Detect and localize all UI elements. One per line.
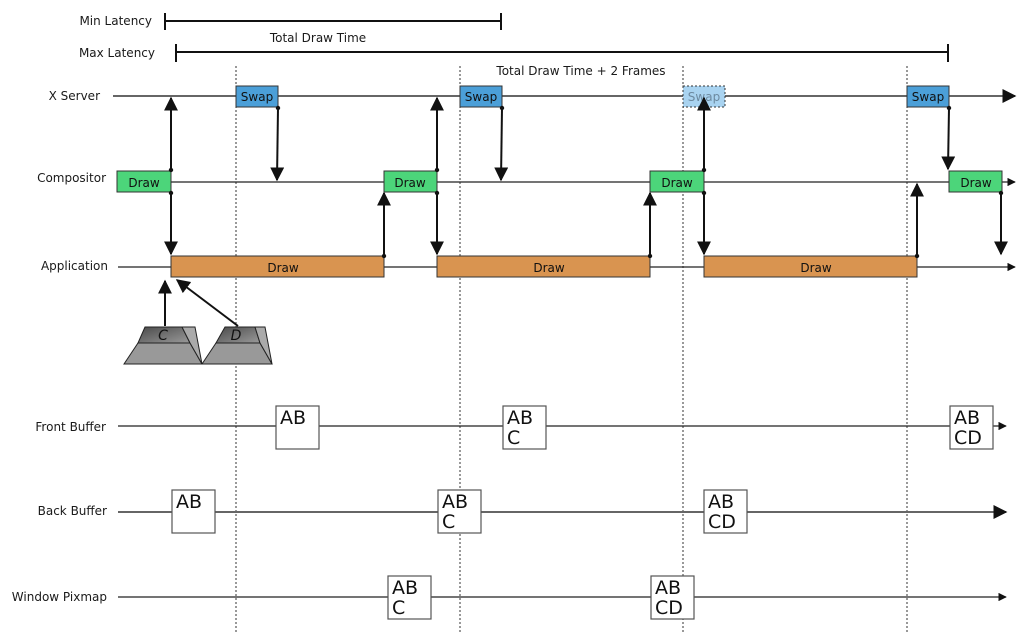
buffer-content-text: AB — [176, 491, 202, 513]
min-latency-bar — [164, 13, 502, 30]
application-draw-box: Draw — [170, 255, 385, 278]
lane-label-back-buffer: Back Buffer — [38, 504, 107, 518]
svg-text:Draw: Draw — [128, 176, 160, 190]
buffer-content-text: AB — [655, 577, 681, 599]
svg-text:Swap: Swap — [241, 90, 273, 104]
buffer-content-text: AB — [708, 491, 734, 513]
swap-box: Swap — [906, 85, 950, 108]
min-latency-label: Min Latency — [79, 14, 152, 28]
buffer-content-text: AB — [392, 577, 418, 599]
total-draw-time-plus-label: Total Draw Time + 2 Frames — [495, 64, 665, 78]
application-draw-box: Draw — [436, 255, 651, 278]
buffer-content-text: AB — [507, 407, 533, 429]
compositor-draw-box: Draw — [116, 170, 172, 193]
application-draw-box: Draw — [703, 255, 918, 278]
svg-text:Draw: Draw — [960, 176, 992, 190]
back-buffer-box: ABC — [437, 489, 482, 534]
swap-box: Swap — [459, 85, 503, 108]
lane-label-application: Application — [41, 259, 108, 273]
arrow-swap-to-compositor — [941, 107, 956, 171]
svg-text:Draw: Draw — [661, 176, 693, 190]
svg-text:C: C — [158, 328, 168, 344]
buffer-content-text: CD — [954, 427, 982, 449]
frame-boundaries — [235, 66, 908, 632]
svg-text:D: D — [231, 328, 242, 344]
arrow-swap-to-compositor — [494, 107, 509, 182]
event-arrows — [158, 96, 1008, 327]
key-d-icon: D — [201, 326, 273, 365]
buffer-content-text: C — [442, 511, 455, 533]
buffer-content-text: CD — [655, 597, 683, 619]
max-latency-label: Max Latency — [79, 46, 155, 60]
compositor-draw-box: Draw — [383, 170, 438, 193]
lane-label-x-server: X Server — [49, 89, 100, 103]
front-buffer-box: AB — [275, 405, 320, 450]
buffer-content-text: AB — [280, 407, 306, 429]
swap-box: Swap — [235, 85, 279, 108]
arrow-swap-to-compositor — [270, 107, 285, 182]
key-c-icon: C — [123, 326, 203, 365]
svg-text:Draw: Draw — [267, 261, 299, 275]
svg-text:Draw: Draw — [394, 176, 426, 190]
svg-text:Draw: Draw — [533, 261, 565, 275]
arrow-key-d-to-app — [175, 279, 239, 327]
buffer-content-text: CD — [708, 511, 736, 533]
buffer-content-text: C — [392, 597, 405, 619]
lane-label-window-pixmap: Window Pixmap — [12, 590, 107, 604]
front-buffer-box: ABC — [502, 405, 547, 450]
buffer-content-text: AB — [442, 491, 468, 513]
lane-label-front-buffer: Front Buffer — [35, 420, 106, 434]
compositor-draw-box: Draw — [649, 170, 705, 193]
lane-label-compositor: Compositor — [37, 171, 106, 185]
svg-text:Swap: Swap — [465, 90, 497, 104]
swap-box-skipped: Swap — [682, 85, 726, 108]
total-draw-time-label: Total Draw Time — [269, 31, 366, 45]
back-buffer-box: AB — [171, 489, 216, 534]
compositor-draw-box: Draw — [948, 170, 1003, 193]
svg-text:Swap: Swap — [912, 90, 944, 104]
max-latency-bar — [175, 44, 949, 62]
svg-text:Draw: Draw — [800, 261, 832, 275]
buffer-content-text: AB — [954, 407, 980, 429]
pixmap-buffer-box: ABC — [387, 575, 432, 620]
buffer-content-text: C — [507, 427, 520, 449]
connection-dots — [168, 105, 1004, 259]
